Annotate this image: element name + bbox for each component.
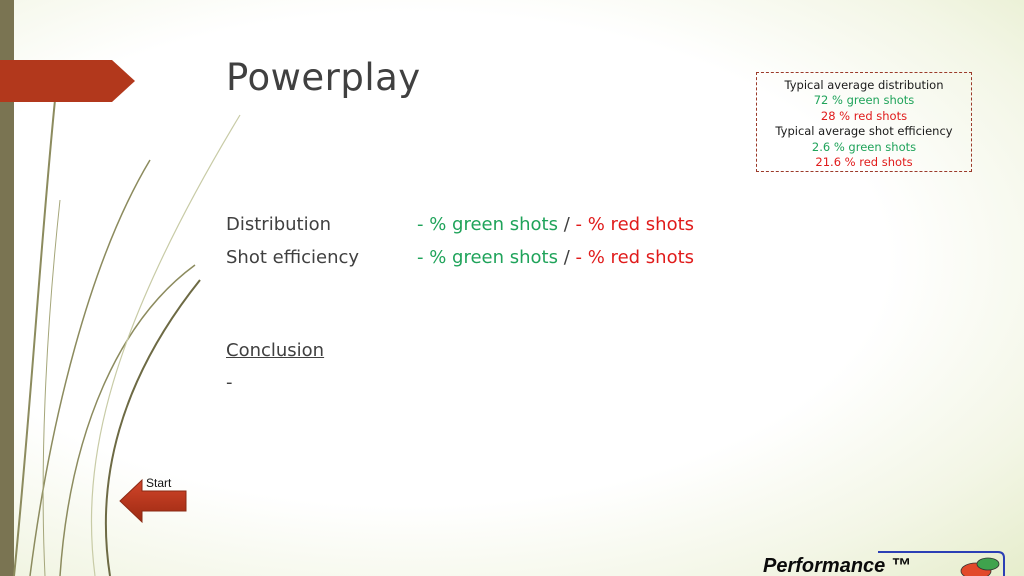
distribution-red-value: - % red shots	[575, 214, 695, 235]
start-label[interactable]: Start	[146, 476, 172, 490]
info-efficiency-green: 2.6 % green shots	[811, 139, 917, 154]
conclusion-text: -	[226, 372, 233, 393]
info-efficiency-heading: Typical average shot efficiency	[775, 124, 953, 139]
shot-efficiency-value: - % green shots / - % red shots	[417, 247, 694, 268]
page-title: Powerplay	[226, 56, 421, 99]
distribution-green-value: - % green shots	[417, 214, 558, 235]
info-distribution-green: 72 % green shots	[813, 93, 915, 108]
info-distribution-red: 28 % red shots	[820, 108, 908, 123]
logo-text: Performance ™	[763, 555, 911, 576]
info-distribution-heading: Typical average distribution	[784, 78, 944, 92]
distribution-value: - % green shots / - % red shots	[417, 214, 694, 235]
distribution-separator: /	[558, 214, 576, 235]
shot-efficiency-label: Shot efficiency	[226, 247, 360, 268]
start-back-arrow-button[interactable]	[118, 478, 188, 524]
efficiency-separator: /	[558, 247, 576, 268]
distribution-label: Distribution	[226, 214, 332, 235]
performance-logo	[878, 551, 1005, 576]
title-accent-tab	[0, 60, 135, 102]
info-efficiency-red: 21.6 % red shots	[815, 155, 913, 170]
conclusion-heading: Conclusion	[226, 340, 325, 361]
typical-stats-box: Typical average distribution 72 % green …	[756, 72, 972, 172]
efficiency-red-value: - % red shots	[575, 247, 695, 268]
left-accent-bar	[0, 0, 14, 576]
efficiency-green-value: - % green shots	[417, 247, 558, 268]
logo-green-oval-icon	[976, 557, 1000, 571]
